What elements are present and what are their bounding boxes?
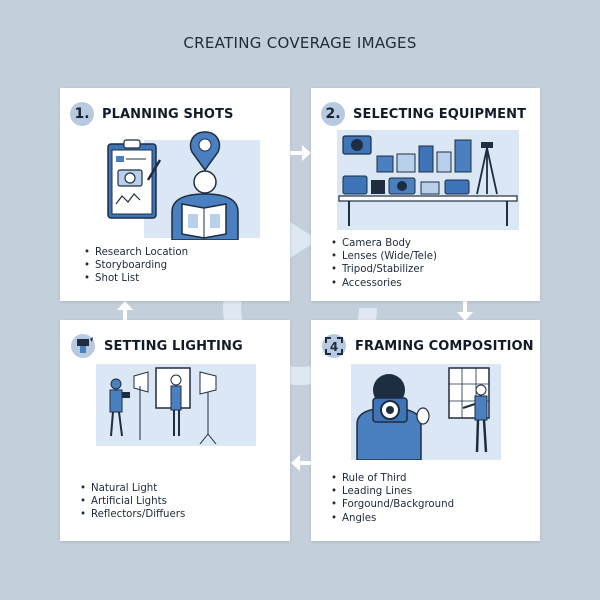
list-item: Rule of Third [331, 472, 454, 485]
page-title: CREATING COVERAGE IMAGES [183, 34, 417, 52]
arrow-down-icon [457, 300, 473, 321]
step-title: SELECTING EQUIPMENT [353, 106, 527, 122]
flash-icon [71, 334, 95, 358]
list-item: Reflectors/Diffuers [80, 508, 185, 521]
list-item: Tripod/Stabilizer [331, 263, 437, 276]
step-number-badge: 2. [321, 102, 345, 126]
list-item: Camera Body [331, 237, 437, 250]
step-bullet-list: Research Location Storyboarding Shot Lis… [84, 246, 188, 286]
step-bullet-list: Rule of Third Leading Lines Forgound/Bac… [331, 472, 454, 525]
list-item: Accessories [331, 277, 437, 290]
step-header: SETTING LIGHTING [70, 332, 243, 360]
arrow-right-icon [290, 145, 311, 161]
step-framing-composition: 4 FRAMING COMPOSITION Rule of Third Lead… [311, 320, 540, 541]
step-selecting-equipment: 2. SELECTING EQUIPMENT Camera Body Lense… [311, 88, 540, 301]
list-item: Storyboarding [84, 259, 188, 272]
step-header: 4 FRAMING COMPOSITION [321, 332, 534, 360]
list-item: Leading Lines [331, 485, 454, 498]
list-item: Natural Light [80, 482, 185, 495]
step-title: SETTING LIGHTING [104, 338, 243, 354]
frame-icon: 4 [322, 334, 346, 358]
planning-illustration [107, 131, 260, 240]
list-item: Angles [331, 512, 454, 525]
step-header: 1. PLANNING SHOTS [70, 100, 233, 128]
step-bullet-list: Camera Body Lenses (Wide/Tele) Tripod/St… [331, 237, 437, 290]
step-planning-shots: 1. PLANNING SHOTS Research Location Stor… [60, 88, 290, 301]
list-item: Lenses (Wide/Tele) [331, 250, 437, 263]
framing-illustration [351, 364, 501, 460]
step-number-badge: 1. [70, 102, 94, 126]
arrow-up-icon [117, 301, 133, 322]
list-item: Artificial Lights [80, 495, 185, 508]
list-item: Shot List [84, 272, 188, 285]
step-title: FRAMING COMPOSITION [355, 338, 534, 354]
list-item: Research Location [84, 246, 188, 259]
step-number-badge: 4 [330, 340, 338, 354]
step-setting-lighting: SETTING LIGHTING Natural Light Artificia… [60, 320, 290, 541]
equipment-illustration [337, 130, 519, 230]
list-item: Forgound/Background [331, 498, 454, 511]
step-bullet-list: Natural Light Artificial Lights Reflecto… [80, 482, 185, 522]
arrow-left-icon [291, 455, 312, 471]
step-title: PLANNING SHOTS [102, 106, 234, 122]
lighting-illustration [96, 364, 256, 446]
step-header: 2. SELECTING EQUIPMENT [321, 100, 526, 128]
